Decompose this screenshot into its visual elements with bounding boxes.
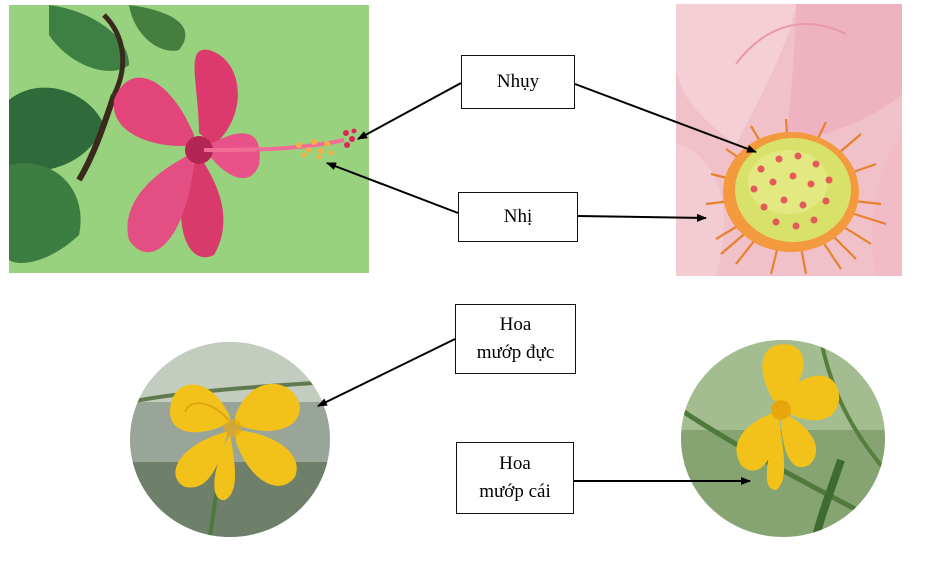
arrow-pistil-to-hibiscus bbox=[357, 82, 462, 140]
label-male-flower: Hoa mướp đực bbox=[455, 304, 576, 374]
hibiscus-photo bbox=[9, 5, 369, 273]
male-luffa-flower-photo bbox=[130, 342, 330, 537]
female-luffa-illustration bbox=[681, 340, 885, 537]
label-male-flower-line1: Hoa bbox=[499, 314, 532, 335]
female-luffa-flower-photo bbox=[681, 340, 885, 537]
male-luffa-illustration bbox=[130, 342, 330, 537]
label-female-flower-line1: Hoa bbox=[499, 453, 531, 474]
hibiscus-illustration bbox=[9, 5, 369, 273]
label-female-flower-line2: mướp cái bbox=[479, 481, 551, 502]
lotus-photo bbox=[676, 4, 902, 276]
arrow-male-flower bbox=[317, 338, 456, 407]
lotus-illustration bbox=[676, 4, 902, 276]
label-pistil: Nhụy bbox=[461, 55, 575, 109]
label-pistil-text: Nhụy bbox=[496, 71, 540, 92]
label-male-flower-line2: mướp đực bbox=[476, 342, 555, 363]
label-stamen-text: Nhị bbox=[503, 206, 533, 227]
label-stamen: Nhị bbox=[458, 192, 578, 242]
label-female-flower: Hoa mướp cái bbox=[456, 442, 574, 514]
